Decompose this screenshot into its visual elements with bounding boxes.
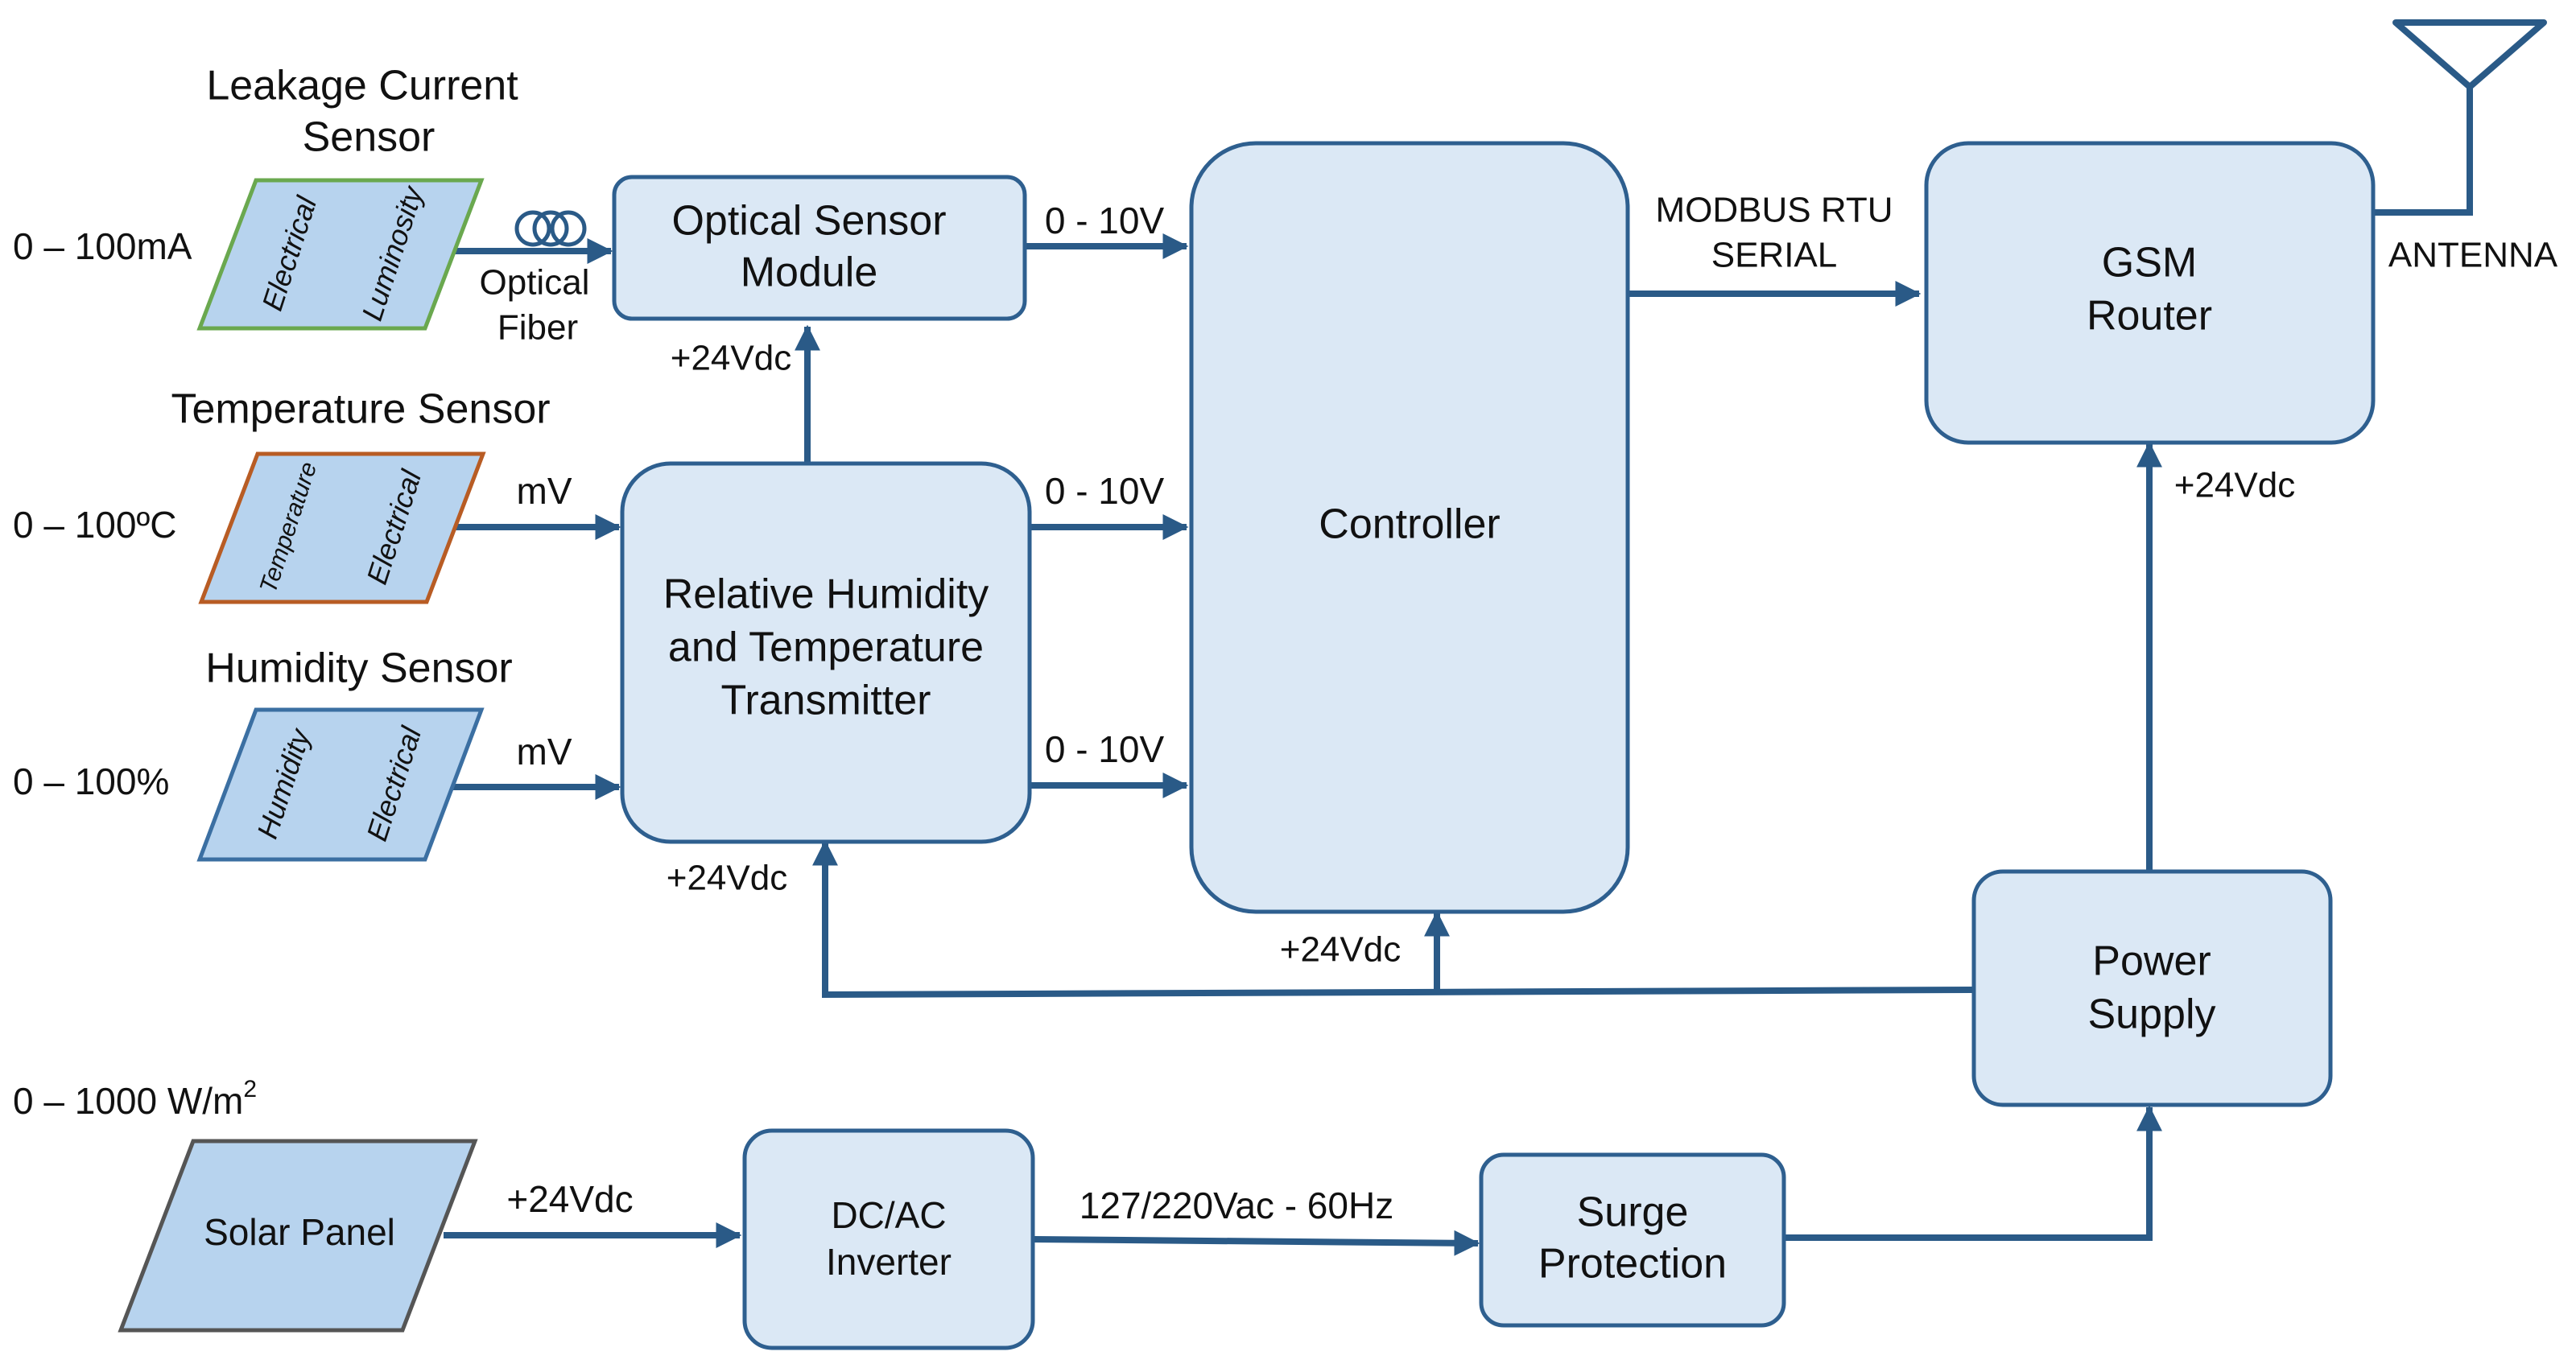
leakage-title-line1: Leakage Current [206, 63, 518, 109]
transmitter-line3: Transmitter [721, 678, 931, 724]
leakage-range: 0 – 100mA [13, 225, 192, 267]
transmitter-line1: Relative Humidity [663, 571, 989, 618]
optical-module-line2: Module [741, 249, 878, 296]
transmitter-line2: and Temperature [668, 624, 984, 671]
optical-fiber-label-line1: Optical [480, 263, 590, 303]
humidity-range: 0 – 100% [13, 760, 169, 802]
temperature-title: Temperature Sensor [171, 386, 550, 433]
humidity-signal-label: mV [517, 731, 572, 773]
humidity-title: Humidity Sensor [205, 645, 512, 692]
controller [1189, 141, 1630, 914]
rh-temperature-transmitter [620, 461, 1032, 844]
power-supply [1971, 869, 2333, 1107]
wire-inverter-to-surge [1030, 1230, 1480, 1256]
inverter-out-label: 127/220Vac - 60Hz [1080, 1185, 1393, 1226]
optical-module-line1: Optical Sensor [671, 198, 946, 245]
power-supply-line2: Supply [2088, 991, 2216, 1038]
dc-ac-inverter [742, 1128, 1035, 1350]
solar-panel [118, 1139, 478, 1333]
antenna-label: ANTENNA [2388, 236, 2558, 275]
optical-fiber-label-line2: Fiber [497, 308, 578, 348]
surge-protection [1479, 1152, 1786, 1328]
surge-line2: Protection [1538, 1241, 1727, 1288]
gsm-router [1924, 141, 2376, 445]
controller-label: Controller [1319, 501, 1500, 548]
wire-surge-to-power [1782, 1105, 2162, 1241]
optical-fiber-coil-icon [514, 210, 587, 247]
antenna-icon [2392, 19, 2547, 101]
temperature-sensor [198, 451, 486, 604]
humidity-sensor [196, 707, 485, 862]
temperature-signal-label: mV [517, 470, 572, 512]
optical-power-label: +24Vdc [671, 339, 791, 378]
solar-panel-label: Solar Panel [204, 1211, 395, 1253]
gsm-power-label: +24Vdc [2174, 466, 2295, 505]
solar-range-sup: 2 [243, 1076, 257, 1102]
solar-range-base: 0 – 1000 W/m [13, 1080, 243, 1122]
transmitter-out-top-label: 0 - 10V [1045, 470, 1165, 512]
leakage-title-line2: Sensor [303, 114, 436, 161]
optical-out-label: 0 - 10V [1045, 200, 1165, 241]
transmitter-out-bottom-label: 0 - 10V [1045, 728, 1165, 770]
gsm-line1: GSM [2102, 240, 2197, 286]
modbus-label-line1: MODBUS RTU [1656, 191, 1893, 230]
wire-power-to-transmitter [812, 839, 1975, 999]
wires [444, 85, 2473, 1256]
power-supply-line1: Power [2092, 938, 2211, 985]
inverter-line2: Inverter [826, 1241, 952, 1283]
leakage-current-sensor [196, 178, 485, 331]
temperature-range: 0 – 100ºC [13, 504, 177, 546]
inverter-line1: DC/AC [831, 1194, 946, 1236]
controller-power-label: +24Vdc [1280, 930, 1401, 970]
wire-gsm-to-antenna [2370, 85, 2473, 216]
surge-line1: Surge [1577, 1189, 1689, 1236]
optical-sensor-module [612, 175, 1027, 321]
modbus-label-line2: SERIAL [1711, 236, 1838, 275]
gsm-line2: Router [2087, 293, 2212, 340]
transmitter-power-label: +24Vdc [667, 859, 787, 898]
solar-range: 0 – 1000 W/m2 [13, 1076, 257, 1122]
solar-out-label: +24Vdc [506, 1178, 633, 1220]
